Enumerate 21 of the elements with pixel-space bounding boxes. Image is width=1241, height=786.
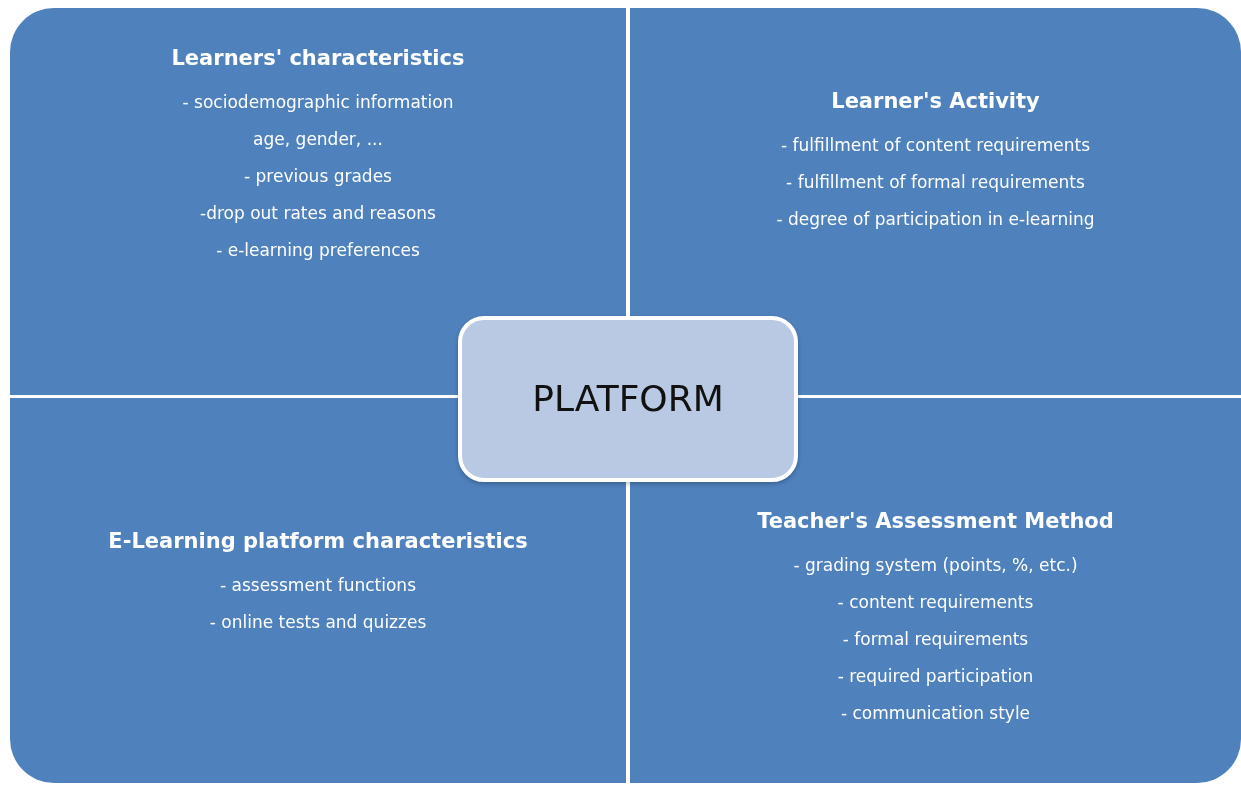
- list-item: age, gender, ...: [253, 128, 383, 151]
- list-item: -drop out rates and reasons: [200, 202, 436, 225]
- list-item: - sociodemographic information: [182, 91, 454, 114]
- list-item: - assessment functions: [220, 574, 416, 597]
- panel-heading: Teacher's Assessment Method: [757, 509, 1114, 533]
- list-item: - degree of participation in e-learning: [776, 208, 1095, 231]
- list-item: - e-learning preferences: [216, 239, 420, 262]
- panel-heading: Learners' characteristics: [171, 46, 465, 70]
- panel-heading: E-Learning platform characteristics: [108, 529, 528, 553]
- list-item: - grading system (points, %, etc.): [793, 554, 1078, 577]
- list-item: - formal requirements: [842, 628, 1029, 651]
- list-item: - online tests and quizzes: [209, 611, 427, 634]
- list-item: - content requirements: [837, 591, 1034, 614]
- center-title: PLATFORM: [532, 377, 724, 421]
- panel-heading: Learner's Activity: [831, 89, 1040, 113]
- list-item: - communication style: [840, 702, 1031, 725]
- list-item: - fulfillment of content requirements: [780, 134, 1091, 157]
- list-item: - previous grades: [244, 165, 392, 188]
- list-item: - fulfillment of formal requirements: [786, 171, 1085, 194]
- list-item: - required participation: [837, 665, 1034, 688]
- center-box: [458, 316, 798, 482]
